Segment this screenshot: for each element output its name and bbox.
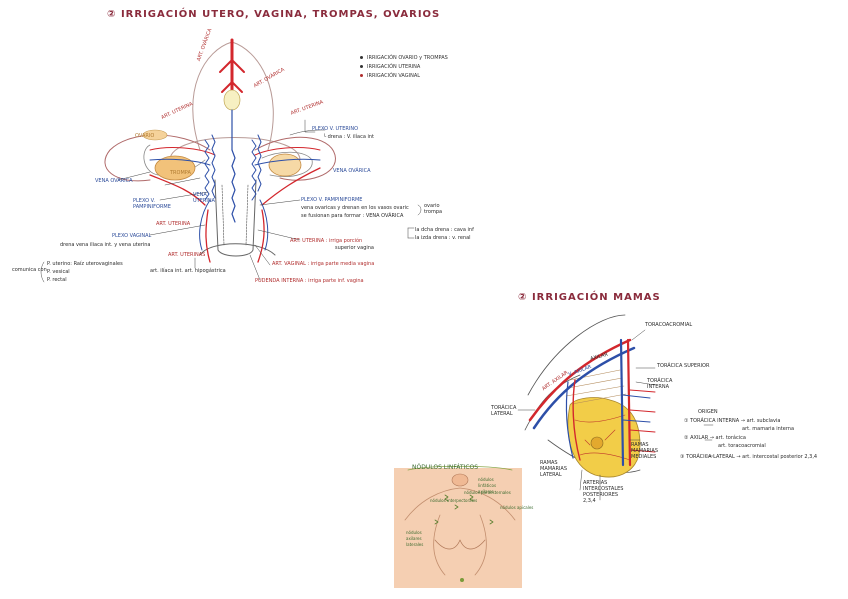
label-vena-ovarica-left: VENA OVÁRICA bbox=[95, 178, 133, 184]
internal-thoracic-artery bbox=[626, 338, 632, 467]
bullet-icon bbox=[360, 56, 363, 59]
label-vena-uterina: VENA UTERINA bbox=[193, 192, 215, 204]
arm-outline bbox=[527, 314, 626, 396]
label-origen-3: ③ TORÁCICA LATERAL → art. intercostal po… bbox=[680, 454, 818, 460]
label-ganglio-1: nódulos linfáticos axilares bbox=[478, 477, 497, 494]
label-plexo-uterino: PLEXO V. UTERINO bbox=[312, 126, 359, 132]
label-art-uterinas: ART. UTERINAS bbox=[168, 252, 206, 258]
label-plexo-pampiniforme-right: PLEXO V. PAMPINIFORME bbox=[301, 197, 363, 203]
right-ovary bbox=[268, 153, 302, 177]
axillary-artery bbox=[528, 338, 632, 422]
label-ganglio-2: nódulos paraesternales bbox=[464, 490, 511, 495]
label-toracica-lateral: TORÁCICA LATERAL bbox=[491, 405, 517, 417]
label-plexo-pampiniforme-left: PLEXO V. PAMPINIFORME bbox=[133, 198, 171, 210]
label-art-uterina-low: ART. UTERINA bbox=[156, 221, 191, 227]
vagina-outline bbox=[214, 179, 257, 257]
uterus-diagram bbox=[40, 38, 422, 283]
label-drain-right: la dcha drena : cava inf bbox=[415, 227, 474, 233]
pectoral-muscle bbox=[565, 369, 627, 405]
label-art-uterinas-desc: art. ilíaca int. art. hipogástrica bbox=[150, 268, 226, 274]
label-pudenda: PUDENDA INTERNA : irriga parte inf. vagi… bbox=[255, 278, 364, 284]
uterine-artery-left bbox=[149, 174, 206, 206]
label-pampiniforme-desc2: se fusionan para formar : VENA OVÁRICA bbox=[301, 213, 404, 219]
label-drena-uterina: drena vena iliaca int. y vena uterina bbox=[60, 242, 151, 248]
label-origen-1b: art. mamaria interna bbox=[742, 426, 795, 432]
right-tube bbox=[254, 136, 336, 181]
label-p-rectal: P. rectal bbox=[47, 277, 67, 283]
label-ganglio-3: nódulos interpectorales bbox=[430, 498, 478, 503]
label-vena-ovarica-right: VENA OVÁRICA bbox=[333, 168, 371, 174]
label-origen-2b: art. toracoacromial bbox=[718, 443, 766, 449]
label-pampiniforme-desc1: vena ovaricas y drenan en los vasos ovar… bbox=[301, 205, 409, 211]
label-ovario: OVARIO bbox=[135, 133, 155, 139]
label-art-intercostales: ARTERIAS INTERCOSTALES POSTERIORES 2,3,4 bbox=[583, 480, 624, 504]
label-art-vaginal: ART. VAGINAL : irriga parte media vagina bbox=[272, 261, 375, 267]
uterus-fundus bbox=[169, 137, 301, 161]
label-ramas-mamarias-med: RAMAS MAMARIAS MEDIALES bbox=[631, 442, 659, 460]
label-ovario-trompa: ovario trompa bbox=[424, 203, 443, 215]
label-ganglio-5: nódulos axilares laterales bbox=[406, 530, 424, 547]
label-toracica-interna: TORÁCICA INTERNA bbox=[647, 378, 673, 390]
label-trompa: TROMPA bbox=[170, 170, 191, 176]
breast-diagram bbox=[394, 314, 714, 588]
bullet-icon bbox=[360, 74, 363, 77]
label-plexo-vaginal: PLEXO VAGINAL bbox=[112, 233, 152, 239]
label-p-vesical: P. vesical bbox=[47, 269, 70, 275]
left-tube bbox=[104, 134, 211, 182]
label-comunica: comunica con bbox=[12, 267, 47, 273]
label-toracoacromial: TORACOACROMIAL bbox=[645, 322, 693, 328]
label-origen: ORIGEN bbox=[698, 409, 718, 415]
internal-thoracic-vein bbox=[619, 338, 625, 467]
uterine-venous-plexus bbox=[204, 134, 262, 201]
label-ramas-mamarias-lat: RAMAS MAMARIAS LATERAL bbox=[540, 460, 568, 478]
legend-item-ovary: IRRIGACIÓN OVARIO y TROMPAS bbox=[360, 55, 448, 61]
label-ganglios-title: NÓDULOS LINFÁTICOS bbox=[412, 464, 479, 471]
label-p-uterino: P. uterino: Raíz uterovaginales bbox=[47, 261, 123, 267]
label-drain-left: la izda drena : v. renal bbox=[415, 235, 471, 241]
legend-item-uterine: IRRIGACIÓN UTERINA bbox=[360, 64, 420, 70]
label-origen-2: ② AXILAR → art. torácica bbox=[684, 435, 746, 441]
label-ganglio-4: nódulos apicales bbox=[500, 505, 534, 510]
label-toracica-superior: TORÁCICA SUPERIOR bbox=[657, 363, 710, 369]
axillary-vein bbox=[532, 346, 636, 430]
label-drena-iliaca: └ drena : V. ilíaca int bbox=[323, 134, 374, 140]
legend-item-vaginal: IRRIGACIÓN VAGINAL bbox=[360, 73, 420, 79]
title-uterus: ② IRRIGACIÓN UTERO, VAGINA, TROMPAS, OVA… bbox=[107, 9, 441, 20]
bullet-icon bbox=[360, 65, 363, 68]
left-ovary bbox=[154, 155, 196, 181]
label-origen-1: ① TORÁCICA INTERNA → art. subclavia bbox=[684, 418, 781, 424]
label-art-uterina-desc2: superior vagina bbox=[335, 245, 374, 251]
uterine-artery-right bbox=[261, 167, 321, 206]
nipple bbox=[590, 436, 604, 450]
title-breast: ② IRRIGACIÓN MAMAS bbox=[518, 292, 661, 303]
label-art-uterina-desc1: ART. UTERINA : irriga porción bbox=[290, 238, 363, 244]
